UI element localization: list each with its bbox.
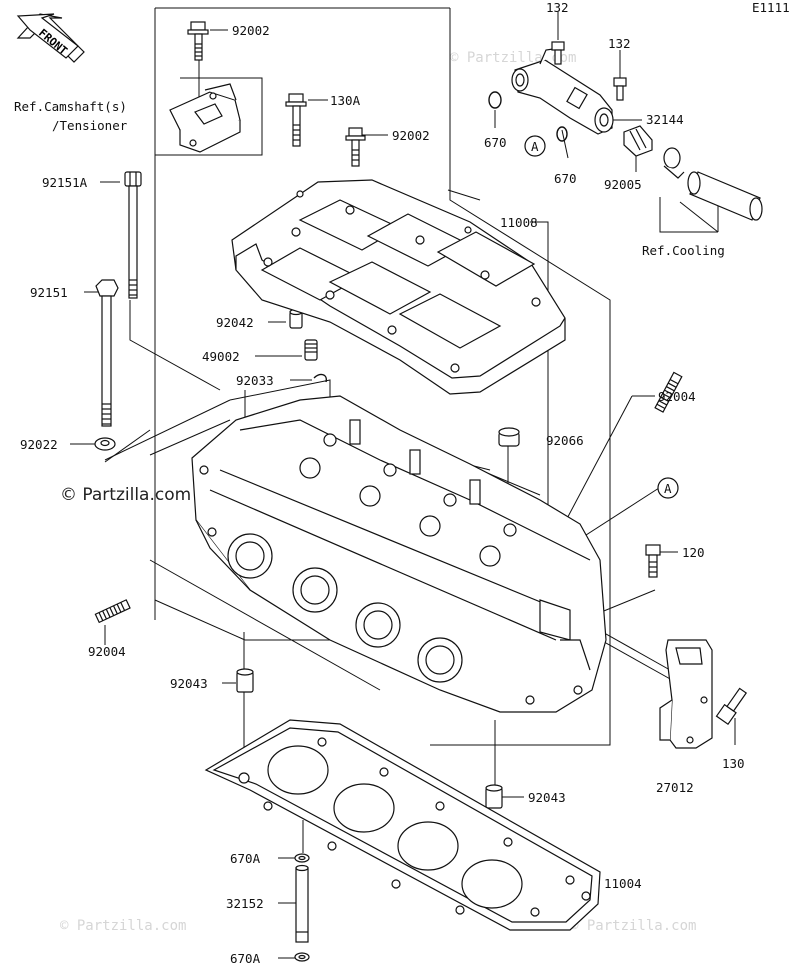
o-ring-670a-icon [294,853,310,863]
callout-132: 132 [546,0,569,15]
o-ring-670-icon [488,91,502,109]
clip-92033-icon [313,373,328,383]
camshaft-tensioner-bracket-icon [169,83,241,153]
pipe-32152-icon [295,864,309,943]
callout-92004: 92004 [88,644,126,659]
watermark-main: © Partzilla.com [60,485,191,505]
cylinder-head-icon [191,395,607,713]
nipple-92005-icon [623,125,653,157]
long-bolt-92151-icon [95,279,119,427]
callout-92066: 92066 [546,433,584,448]
hose-clamp-icon [663,147,685,179]
leader-lines [70,7,736,959]
reference-a-label: A [664,481,672,496]
callout-670: 670 [484,135,507,150]
diagram-code: E1111 [752,0,790,15]
callout-labels: 92002 Ref.Camshaft(s) /Tensioner 130A 92… [14,0,745,966]
callout-92042: 92042 [216,315,254,330]
callout-32144: 32144 [646,112,684,127]
callout-92151a: 92151A [42,175,88,190]
ref-camshaft-label: Ref.Camshaft(s) [14,99,127,114]
reference-a-marker: A [657,477,679,499]
dowel-pin-92043-icon [485,784,503,809]
reference-a-marker: A [524,135,546,157]
long-bolt-92151a-icon [124,171,142,299]
callout-120: 120 [682,545,705,560]
bracket-27012-icon [659,639,713,749]
stud-92004-icon [94,599,131,624]
callout-92005: 92005 [604,177,642,192]
callout-92002: 92002 [392,128,430,143]
callout-92043: 92043 [170,676,208,691]
bolt-92002-icon [345,127,366,167]
o-ring-670-icon [556,126,568,142]
bolt-130-icon [715,687,748,726]
front-arrow-icon: FRONT [16,13,85,63]
callout-92004: 92004 [658,389,696,404]
bolt-92002-icon [187,21,209,61]
ref-cooling-label: Ref.Cooling [642,243,725,258]
ref-tensioner-label: /Tensioner [52,118,128,133]
callout-670: 670 [554,171,577,186]
dowel-pin-92043-icon [236,668,254,693]
plug-92066-icon [498,427,520,447]
callout-130: 130 [722,756,745,771]
callout-92002: 92002 [232,23,270,38]
callout-670a: 670A [230,851,261,866]
callout-130a: 130A [330,93,361,108]
bolt-120-icon [645,544,661,578]
callout-92033: 92033 [236,373,274,388]
watermark-faint: © Partzilla.com [570,918,696,934]
watermark-faint: © Partzilla.com [60,918,186,934]
washer-92022-icon [94,437,116,451]
callout-132: 132 [608,36,631,51]
head-gasket-11004-icon [204,719,601,931]
callout-92151: 92151 [30,285,68,300]
callout-670a: 670A [230,951,261,964]
stud-92004-icon [654,371,683,413]
bolt-132-icon [613,77,627,101]
callout-49002: 49002 [202,349,240,364]
cylinder-head-cover-11008-icon [231,179,566,395]
callout-92022: 92022 [20,437,58,452]
coolant-hose-icon [687,171,763,221]
callout-11004: 11004 [604,876,642,891]
callout-27012: 27012 [656,780,694,795]
callout-92043: 92043 [528,790,566,805]
reference-a-label: A [531,139,539,154]
plug-49002-icon [304,339,318,361]
o-ring-670a-icon [294,952,310,962]
callout-32152: 32152 [226,896,264,911]
bolt-130a-icon [285,93,307,147]
callout-11008: 11008 [500,215,538,230]
bolt-132-icon [551,41,565,65]
